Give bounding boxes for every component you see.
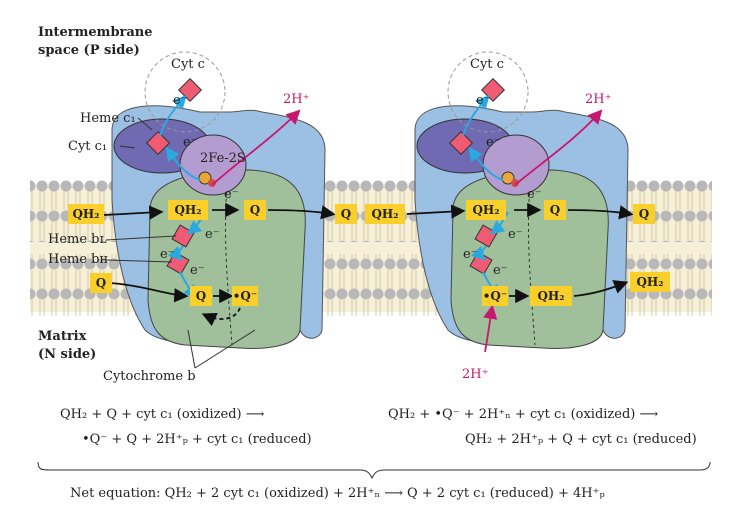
svg-text:•Q⁻: •Q⁻ (233, 289, 257, 303)
intermembrane-label-1: Intermembrane (38, 25, 153, 40)
svg-text:e⁻: e⁻ (183, 135, 198, 150)
q-box-left-qi-in: Q (90, 273, 112, 293)
q-box-right-exit: Q (633, 204, 655, 224)
cyt-c-dashed-left (144, 51, 226, 133)
quinone-flow-arrows (103, 202, 634, 327)
fe-s-cluster-right (501, 171, 515, 185)
svg-text:QH₂: QH₂ (537, 289, 564, 303)
svg-text:Q: Q (639, 207, 649, 221)
heme-c1-label: Heme c₁ (80, 111, 136, 126)
qh2-box-right-qo: QH₂ (466, 200, 506, 220)
svg-text:Q: Q (341, 207, 351, 221)
right-equation-line-2: QH₂ + 2H⁺ₚ + Q + cyt c₁ (reduced) (465, 432, 697, 447)
cyt-c1-label: Cyt c₁ (68, 139, 107, 154)
svg-text:QH₂: QH₂ (371, 207, 398, 221)
semiquinone-box-right: •Q⁻ (482, 286, 508, 306)
matrix-label-1: Matrix (38, 329, 87, 344)
svg-text:e⁻: e⁻ (205, 227, 220, 242)
svg-text:e⁻: e⁻ (493, 263, 508, 278)
intermembrane-label-2: space (P side) (38, 43, 140, 58)
q-box-left-out: Q (244, 200, 266, 220)
cyt-c-label-left: Cyt c (171, 57, 205, 72)
heme-bh-label: Heme bʜ (48, 252, 108, 267)
svg-text:Q: Q (550, 203, 560, 217)
quinone-boxes: QH₂ QH₂ Q Q QH₂ Q Q •Q⁻ QH₂ Q Q •Q⁻ QH₂ … (68, 200, 670, 306)
svg-text:Q: Q (250, 203, 260, 217)
two-h-plus-left: 2H⁺ (283, 92, 309, 107)
qh2-box-right-qi: QH₂ (530, 286, 572, 306)
q-box-left-qi: Q (190, 286, 212, 306)
qh2-box-right-exit: QH₂ (630, 272, 670, 292)
svg-text:e⁻: e⁻ (476, 93, 491, 108)
heme-c1-right (448, 130, 474, 156)
right-equation-line-1: QH₂ + •Q⁻ + 2H⁺ₙ + cyt c₁ (oxidized) ⟶ (388, 407, 659, 422)
svg-text:Q: Q (96, 276, 106, 290)
label-leaders (105, 117, 256, 369)
cyt-c-dashed-right (447, 51, 529, 133)
fe-s-label: 2Fe-2S (200, 151, 246, 166)
fe-s-cluster-left (198, 171, 212, 185)
svg-text:e⁻: e⁻ (190, 263, 205, 278)
svg-text:Q: Q (196, 289, 206, 303)
q-box-mid: Q (335, 204, 357, 224)
svg-text:e⁻: e⁻ (508, 227, 523, 242)
heme-bl-label: Heme bʟ (48, 232, 107, 247)
svg-text:QH₂: QH₂ (72, 207, 99, 221)
cyt-c-label-right: Cyt c (470, 57, 504, 72)
cytochrome-b-label: Cytochrome b (103, 369, 196, 384)
svg-text:•Q⁻: •Q⁻ (483, 289, 507, 303)
two-h-plus-right-bottom: 2H⁺ (462, 367, 488, 382)
two-h-plus-right-top: 2H⁺ (585, 92, 611, 107)
qh2-box-left-qo: QH₂ (168, 200, 208, 220)
matrix-label-2: (N side) (38, 347, 96, 362)
left-equation-line-2: •Q⁻ + Q + 2H⁺ₚ + cyt c₁ (reduced) (82, 432, 312, 447)
heme-c1-left (145, 130, 171, 156)
svg-text:e⁻: e⁻ (173, 93, 188, 108)
svg-text:e⁻: e⁻ (160, 247, 175, 262)
svg-text:e⁻: e⁻ (527, 187, 542, 202)
equations: QH₂ + Q + cyt c₁ (oxidized) ⟶ •Q⁻ + Q + … (37, 407, 711, 501)
left-equation-line-1: QH₂ + Q + cyt c₁ (oxidized) ⟶ (60, 407, 265, 422)
svg-text:e⁻: e⁻ (463, 247, 478, 262)
summation-brace (37, 461, 711, 480)
net-equation: Net equation: QH₂ + 2 cyt c₁ (oxidized) … (70, 486, 605, 501)
qh2-box-mid: QH₂ (365, 204, 405, 224)
proton-arrows (211, 109, 603, 353)
q-box-right-out: Q (544, 200, 566, 220)
svg-text:e⁻: e⁻ (224, 187, 239, 202)
qh2-box-left-in: QH₂ (68, 204, 104, 224)
diagram-labels: Intermembrane space (P side) Matrix (N s… (38, 25, 611, 384)
svg-text:QH₂: QH₂ (472, 203, 499, 217)
svg-text:e⁻: e⁻ (486, 135, 501, 150)
semiquinone-box-left: •Q⁻ (232, 286, 258, 306)
svg-text:QH₂: QH₂ (636, 275, 663, 289)
svg-text:QH₂: QH₂ (174, 203, 201, 217)
